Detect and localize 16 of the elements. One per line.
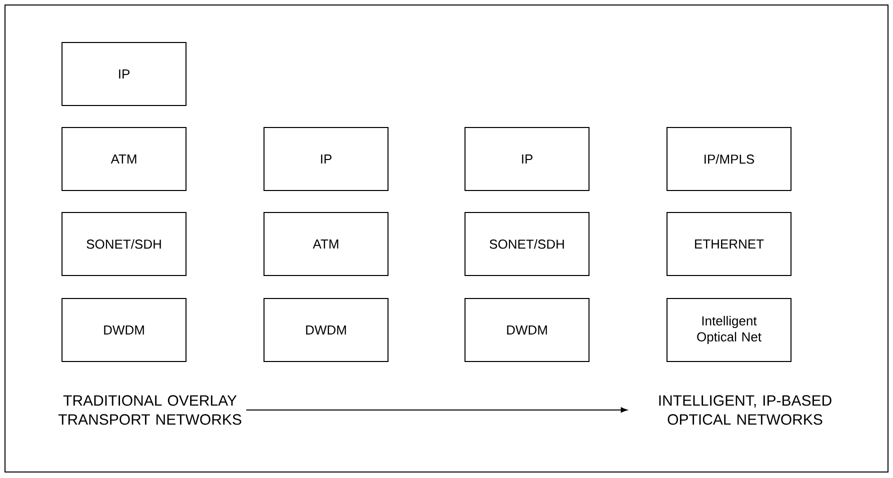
layer-box: IP bbox=[62, 42, 186, 106]
layer-box: DWDM bbox=[464, 298, 590, 362]
layer-box: IP bbox=[464, 127, 590, 191]
layer-box: SONET/SDH bbox=[464, 212, 590, 276]
layer-box: DWDM bbox=[62, 298, 186, 362]
layer-box: ATM bbox=[62, 127, 186, 191]
layer-box: SONET/SDH bbox=[62, 212, 186, 276]
arrow bbox=[246, 407, 628, 413]
layer-box: ETHERNET bbox=[666, 212, 792, 276]
network-label: TRADITIONAL OVERLAY TRANSPORT NETWORKS bbox=[58, 395, 242, 425]
layer-box: IP bbox=[264, 127, 388, 191]
layer-box: ATM bbox=[264, 212, 388, 276]
layer-box: DWDM bbox=[264, 298, 388, 362]
layer-box: IP/MPLS bbox=[666, 127, 792, 191]
layer-box: Intelligent Optical Net bbox=[666, 298, 792, 362]
network-label: INTELLIGENT, IP-BASED OPTICAL NETWORKS bbox=[659, 395, 832, 425]
